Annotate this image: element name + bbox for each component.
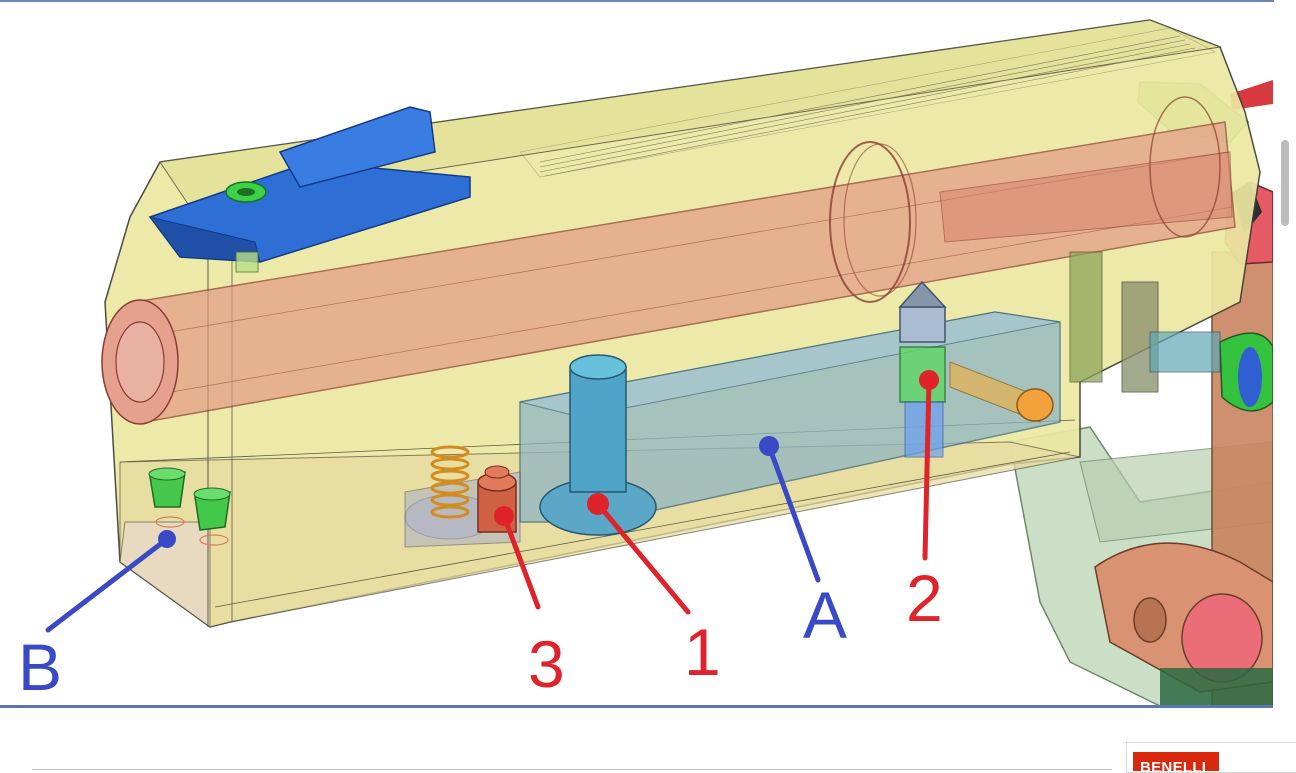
dot-2 bbox=[919, 370, 939, 390]
scrollbar-thumb[interactable] bbox=[1281, 140, 1289, 226]
cutaway-diagram: B 3 1 A 2 bbox=[0, 2, 1273, 706]
dot-1 bbox=[587, 493, 609, 515]
leader-a bbox=[766, 443, 821, 583]
brand-logo-text: BENELLI bbox=[1140, 759, 1207, 771]
leader-b bbox=[45, 536, 170, 633]
label-2: 2 bbox=[906, 561, 943, 635]
firing-pin-2 bbox=[898, 251, 1221, 458]
label-3: 3 bbox=[528, 627, 565, 701]
label-a: A bbox=[803, 578, 847, 652]
label-1: 1 bbox=[684, 615, 721, 689]
content-divider bbox=[32, 769, 1112, 770]
leader-3 bbox=[501, 513, 541, 610]
label-b: B bbox=[18, 630, 62, 704]
dot-3 bbox=[494, 506, 514, 526]
grip-assembly bbox=[1009, 80, 1273, 706]
brand-logo[interactable]: BENELLI bbox=[1133, 752, 1219, 771]
spring-and-part-3 bbox=[404, 445, 521, 548]
callout-leaders bbox=[45, 370, 939, 633]
figure-bottom-border bbox=[0, 705, 1273, 708]
leader-2 bbox=[922, 377, 932, 561]
top-border bbox=[0, 0, 1274, 2]
screws-b bbox=[148, 467, 231, 546]
dot-b bbox=[158, 530, 176, 548]
dot-a bbox=[759, 436, 779, 456]
front-sight bbox=[148, 106, 471, 273]
leader-1 bbox=[595, 501, 691, 615]
barrel bbox=[101, 96, 1236, 425]
